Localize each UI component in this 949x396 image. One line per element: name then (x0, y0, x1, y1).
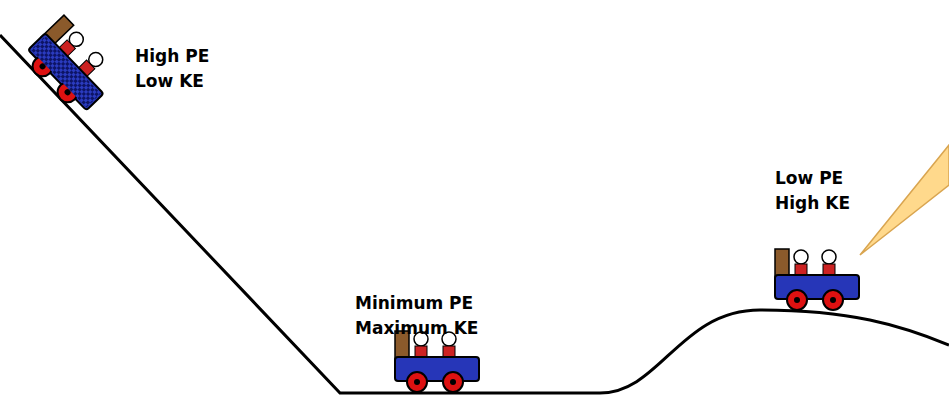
energy-label: High PE (135, 45, 209, 67)
speech-bubble-tail (860, 145, 949, 255)
energy-label: Low PE (775, 167, 843, 189)
energy-label: High KE (775, 192, 850, 214)
energy-label: Low KE (135, 70, 204, 92)
coaster-car-bottom (395, 331, 479, 392)
energy-label: Maximum KE (355, 317, 478, 339)
coaster-car-top (20, 15, 122, 118)
coaster-car-hill (775, 249, 859, 310)
coaster-track (0, 35, 949, 393)
energy-label: Minimum PE (355, 292, 473, 314)
